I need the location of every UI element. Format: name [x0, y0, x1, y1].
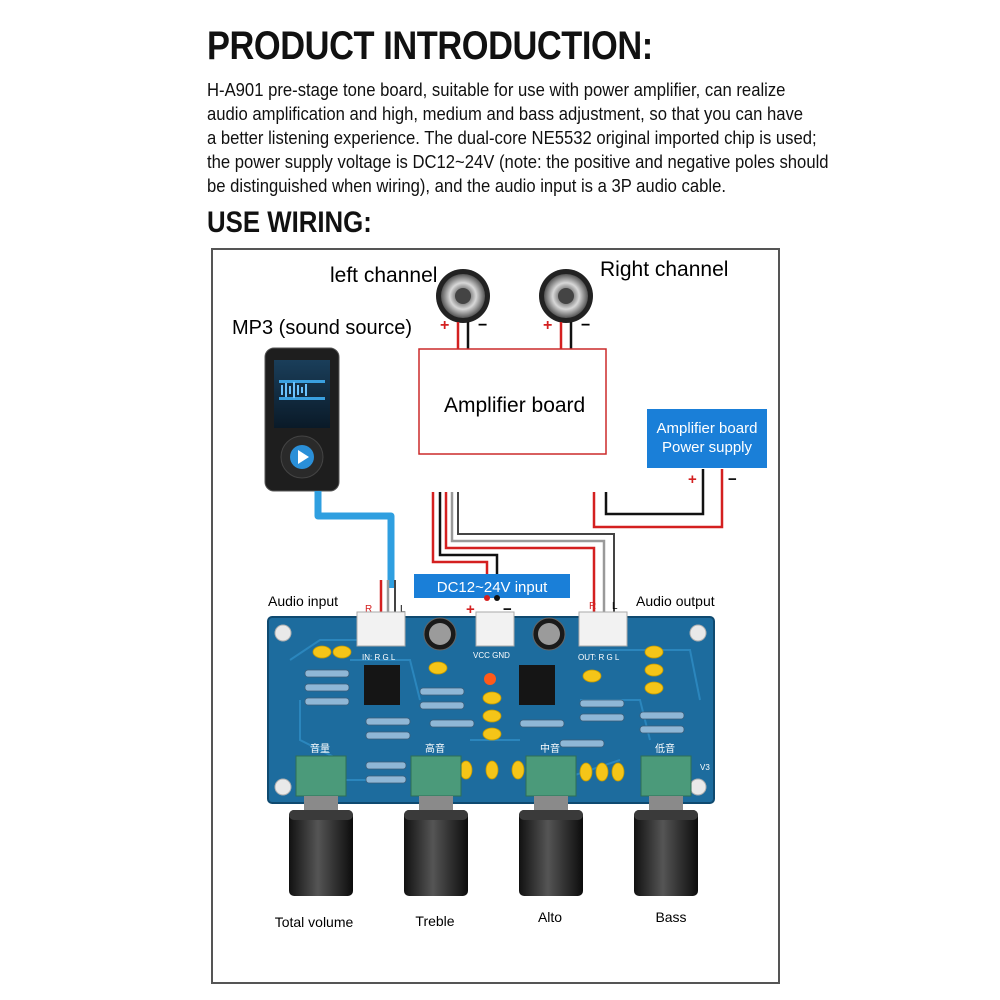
input-r-label: R: [365, 604, 372, 615]
left-speaker-icon: [436, 269, 490, 323]
output-l-label: L: [612, 601, 618, 612]
supply-minus-sign: −: [728, 471, 737, 488]
knob-label-total-volume: Total volume: [275, 914, 354, 930]
treble-knob-icon: [404, 796, 468, 896]
output-r-label: R: [589, 601, 596, 612]
tone-board-pcb: [267, 611, 715, 804]
volume-knob-icon: [289, 796, 353, 896]
dc-input-label: DC12~24V input: [437, 579, 548, 596]
right-minus-sign: −: [581, 317, 590, 334]
audio-output-wires: [444, 492, 615, 612]
knob-label-bass: Bass: [655, 909, 686, 925]
left-minus-sign: −: [478, 317, 487, 334]
wiring-diagram-frame: [211, 248, 780, 984]
pcb-treble-silk: 高音: [425, 742, 445, 755]
amplifier-board-label: Amplifier board: [444, 394, 585, 417]
knob-label-alto: Alto: [538, 909, 562, 925]
pcb-version-silk: V3: [700, 763, 710, 772]
audio-output-label: Audio output: [636, 593, 715, 609]
knob-label-treble: Treble: [415, 913, 454, 929]
alto-knob-icon: [519, 796, 583, 896]
intro-line: audio amplification and high, medium and…: [207, 103, 804, 124]
bass-knob-icon: [634, 796, 698, 896]
right-channel-label: Right channel: [600, 258, 728, 281]
amplifier-power-supply-box: [647, 409, 767, 468]
pcb-mid-silk: 中音: [540, 742, 560, 755]
right-plus-sign: +: [543, 317, 552, 334]
intro-paragraph: H-A901 pre-stage tone board, suitable fo…: [207, 78, 837, 198]
input-l-label: L: [400, 604, 406, 615]
intro-line: a better listening experience. The dual-…: [207, 127, 817, 148]
amplifier-board-box: [418, 348, 607, 455]
audio-input-label: Audio input: [268, 593, 338, 609]
mp3-player-icon: [264, 347, 340, 492]
wiring-heading: USE WIRING:: [207, 206, 372, 239]
dc-minus-dot: [494, 595, 500, 601]
mp3-audio-cable: [314, 491, 396, 612]
dc-input-label-box: [414, 574, 570, 598]
pcb-output-silk: OUT: R G L: [578, 653, 620, 662]
power-supply-label-1: Amplifier board: [657, 420, 758, 437]
mp3-source-label: MP3 (sound source): [232, 317, 412, 339]
pcb-power-silk: VCC GND: [473, 651, 510, 660]
pcb-bass-silk: 低音: [655, 742, 675, 755]
page-title: PRODUCT INTRODUCTION:: [207, 24, 653, 68]
dc-plus-dot: [484, 595, 490, 601]
intro-line: H-A901 pre-stage tone board, suitable fo…: [207, 79, 786, 100]
left-channel-label: left channel: [330, 264, 437, 287]
power-supply-label-2: Power supply: [662, 439, 753, 456]
dc-plus-sign: +: [466, 601, 475, 618]
pcb-input-silk: IN: R G L: [362, 653, 396, 662]
left-plus-sign: +: [440, 317, 449, 334]
supply-plus-sign: +: [688, 471, 697, 488]
amplifier-power-wires: [592, 469, 724, 529]
intro-line: be distinguished when wiring), and the a…: [207, 175, 726, 196]
right-speaker-icon: [539, 269, 593, 323]
pcb-volume-silk: 音量: [310, 742, 330, 755]
dc-minus-sign: −: [503, 601, 512, 618]
speaker-wires: [456, 322, 573, 350]
intro-line: the power supply voltage is DC12~24V (no…: [207, 151, 829, 172]
